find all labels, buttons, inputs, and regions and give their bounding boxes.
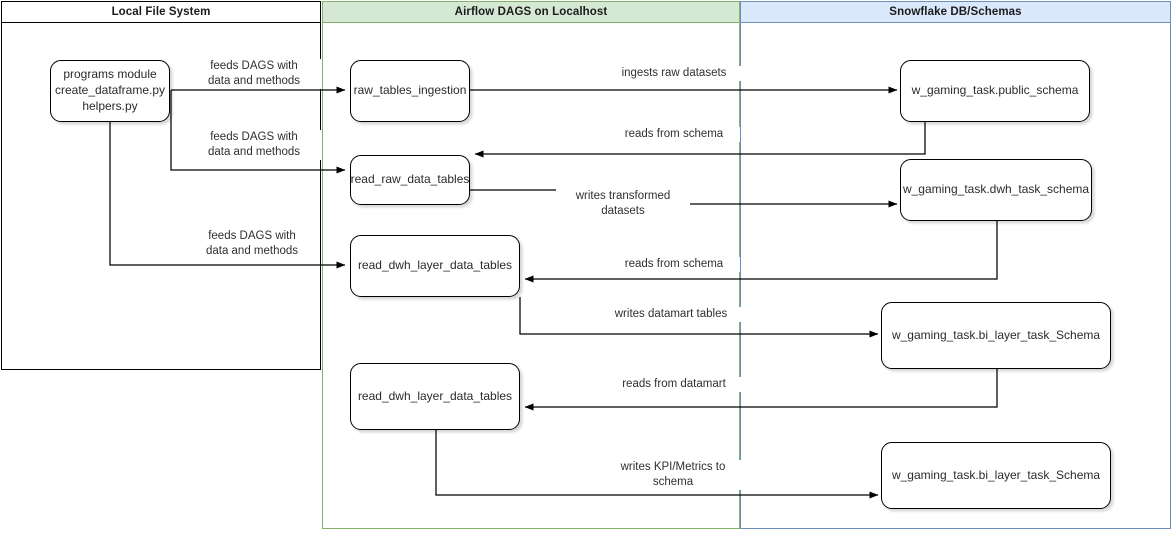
swimlane-local-file-system: Local File System <box>1 1 321 370</box>
edge-label-reads-from-schema-public: reads from schema <box>608 127 740 142</box>
node-programs-module[interactable]: programs module create_dataframe.py help… <box>50 60 170 122</box>
edge-label-feeds-read-dwh: feeds DAGS with data and methods <box>184 229 320 259</box>
swimlane-header-snowflake-db: Snowflake DB/Schemas <box>741 2 1170 23</box>
edge-label-reads-from-datamart: reads from datamart <box>604 377 744 392</box>
edge-label-writes-datamart-tables: writes datamart tables <box>596 307 746 322</box>
swimlane-header-airflow-dags: Airflow DAGS on Localhost <box>323 2 739 23</box>
edge-label-feeds-raw-ingestion: feeds DAGS with data and methods <box>186 59 322 89</box>
edge-label-writes-kpi-metrics: writes KPI/Metrics to schema <box>600 460 746 490</box>
node-raw-tables-ingestion[interactable]: raw_tables_ingestion <box>350 60 470 122</box>
node-dwh-task-schema[interactable]: w_gaming_task.dwh_task_schema <box>900 159 1092 221</box>
node-read-raw-data-tables[interactable]: read_raw_data_tables <box>350 155 470 205</box>
swimlane-header-local-file-system: Local File System <box>2 2 320 23</box>
node-read-dwh-layer-data-tables-2[interactable]: read_dwh_layer_data_tables <box>350 363 520 430</box>
node-bi-layer-task-schema-2[interactable]: w_gaming_task.bi_layer_task_Schema <box>881 442 1111 509</box>
node-public-schema[interactable]: w_gaming_task.public_schema <box>900 60 1090 122</box>
edge-label-reads-from-schema-dwh: reads from schema <box>608 257 740 272</box>
node-bi-layer-task-schema-1[interactable]: w_gaming_task.bi_layer_task_Schema <box>881 302 1111 369</box>
node-read-dwh-layer-data-tables-1[interactable]: read_dwh_layer_data_tables <box>350 235 520 297</box>
edge-label-ingests-raw-datasets: ingests raw datasets <box>600 66 748 81</box>
edge-label-feeds-read-raw: feeds DAGS with data and methods <box>186 130 322 160</box>
edge-label-writes-transformed-datasets: writes transformed datasets <box>556 189 690 219</box>
